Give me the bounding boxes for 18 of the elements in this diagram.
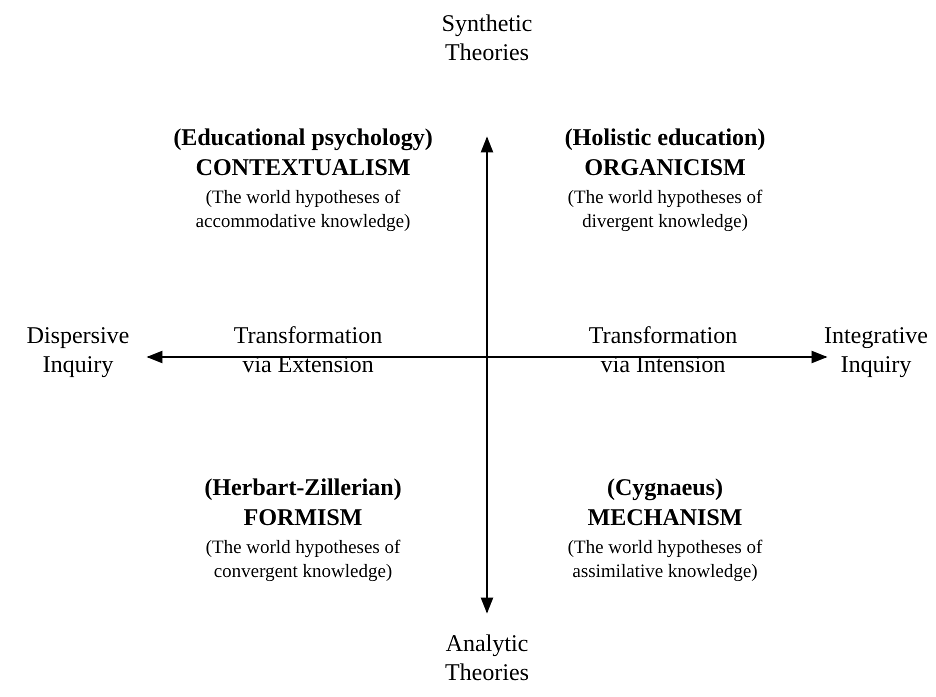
transformation-label: Transformation via Intension (588, 322, 738, 380)
quadrant-heading: (Herbart-Zillerian) (203, 474, 403, 503)
axis-label: Dispersive Inquiry (26, 322, 130, 380)
quadrant-heading: (Cygnaeus) (606, 474, 724, 503)
paradigm-name: CONTEXTUALISM (194, 154, 412, 183)
quadrant-description: (The world hypotheses of convergent knowledge) (204, 536, 402, 584)
paradigm-name: ORGANICISM (583, 154, 747, 183)
axis-label: Synthetic Theories (440, 10, 534, 68)
quadrant-description: (The world hypotheses of accommodative knowledge) (194, 186, 412, 234)
axis-label: Analytic Theories (444, 630, 530, 688)
quadrant-heading: (Educational psychology) (172, 124, 434, 153)
quadrant-description: (The world hypotheses of assimilative knowledge) (566, 536, 764, 584)
transformation-label: Transformation via Extension (232, 322, 384, 380)
paradigm-name: MECHANISM (586, 504, 744, 533)
quadrant-heading: (Holistic education) (564, 124, 766, 153)
paradigm-name: FORMISM (242, 504, 364, 533)
quadrant-description: (The world hypotheses of divergent knowledge) (566, 186, 764, 234)
axis-label: Integrative Inquiry (823, 322, 929, 380)
